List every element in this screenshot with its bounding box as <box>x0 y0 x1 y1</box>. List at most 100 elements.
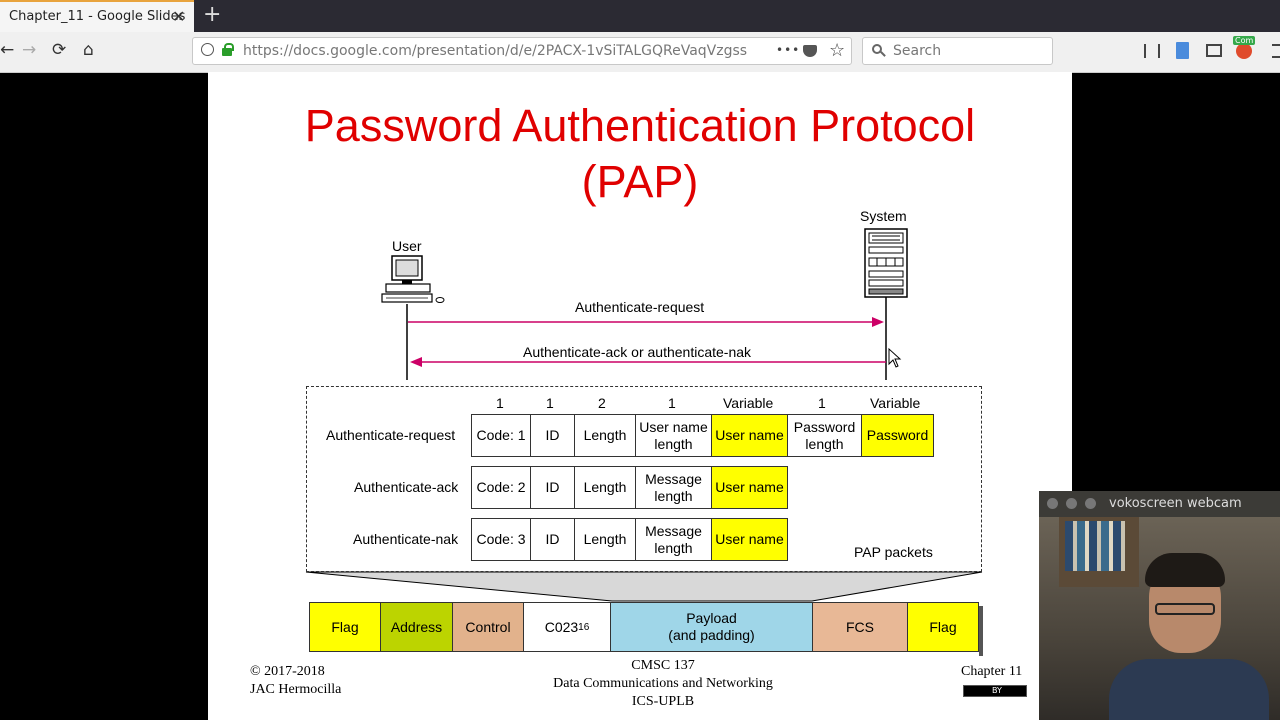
pap-diagram <box>305 228 983 602</box>
message-length-field: Message length <box>635 518 712 561</box>
forward-button[interactable]: → <box>22 40 37 60</box>
person-glasses <box>1155 603 1215 615</box>
webcam-minimize-button[interactable] <box>1066 498 1077 509</box>
url-bar[interactable]: https://docs.google.com/presentation/d/e… <box>192 37 852 65</box>
id-field: ID <box>530 466 575 509</box>
user-name-length-field: User name length <box>635 414 712 457</box>
payload-line1: Payload <box>686 610 737 626</box>
webcam-close-button[interactable] <box>1047 498 1058 509</box>
new-tab-button[interactable]: + <box>203 2 222 27</box>
books <box>1065 521 1125 571</box>
document-icon[interactable] <box>1176 42 1189 59</box>
home-button[interactable]: ⌂ <box>83 40 94 60</box>
webcam-window: vokoscreen webcam <box>1039 491 1280 720</box>
user-label: User <box>392 238 422 254</box>
message-length-field: Message length <box>635 466 712 509</box>
pap-packets-box <box>306 386 982 572</box>
protocol-value: C023 <box>544 618 579 635</box>
slide: Password Authentication Protocol (PAP) <box>208 72 1072 720</box>
field-size: 1 <box>546 395 554 411</box>
search-icon-handle <box>880 51 886 57</box>
slide-title-line2: (PAP) <box>581 156 699 207</box>
response-message-label: Authenticate-ack or authenticate-nak <box>523 344 752 360</box>
footer-copyright: © 2017-2018 <box>250 664 325 679</box>
lock-shackle-icon <box>224 43 234 51</box>
search-icon <box>872 44 882 54</box>
row-label-authenticate-ack: Authenticate-ack <box>354 479 459 495</box>
library-icon[interactable] <box>1144 44 1160 58</box>
pocket-icon[interactable] <box>803 45 817 57</box>
password-length-field: Password length <box>787 414 862 457</box>
user-name-field: User name <box>711 518 788 561</box>
footer-author: JAC Hermocilla <box>250 682 342 697</box>
field-size: Variable <box>870 395 921 411</box>
page-actions-icon[interactable]: ••• <box>776 43 801 57</box>
webcam-title: vokoscreen webcam <box>1109 496 1242 511</box>
id-field: ID <box>530 518 575 561</box>
code-field: Code: 1 <box>471 414 531 457</box>
frame-expansion-trapezoid <box>305 571 983 602</box>
id-field: ID <box>530 414 575 457</box>
length-field: Length <box>574 466 636 509</box>
close-tab-icon[interactable]: ✕ <box>172 7 186 26</box>
extension-icon[interactable] <box>1236 43 1252 59</box>
menu-icon[interactable] <box>1272 44 1280 58</box>
footer-course-title: Data Communications and Networking <box>553 676 773 691</box>
password-field: Password <box>861 414 934 457</box>
frame-flag-start: Flag <box>309 602 381 652</box>
person-hair <box>1145 553 1225 587</box>
code-field: Code: 2 <box>471 466 531 509</box>
mouse-cursor <box>888 347 902 368</box>
frame-payload: Payload (and padding) <box>610 602 813 652</box>
search-input[interactable]: Search <box>893 43 942 59</box>
footer-chapter: Chapter 11 <box>961 664 1023 679</box>
slide-title-line1: Password Authentication Protocol <box>304 100 976 151</box>
tab-title: Chapter_11 - Google Slides <box>9 9 186 24</box>
nav-bar: ← → ⟳ ⌂ https://docs.google.com/presenta… <box>0 32 1280 73</box>
frame-fcs: FCS <box>812 602 908 652</box>
footer-course: CMSC 137 <box>631 658 695 673</box>
pap-packets-label: PAP packets <box>854 544 933 560</box>
url-text[interactable]: https://docs.google.com/presentation/d/e… <box>243 43 748 59</box>
slide-title: Password Authentication Protocol (PAP) <box>208 98 1072 210</box>
computer-icon <box>381 255 445 303</box>
code-field: Code: 3 <box>471 518 531 561</box>
lock-icon <box>222 48 232 56</box>
payload-line2: (and padding) <box>668 627 755 643</box>
person-shirt <box>1109 659 1269 720</box>
extension-badge: Com <box>1233 36 1256 45</box>
webcam-titlebar[interactable]: vokoscreen webcam <box>1039 491 1280 517</box>
info-icon[interactable] <box>201 43 214 56</box>
search-bar[interactable]: Search <box>862 37 1053 65</box>
webcam-maximize-button[interactable] <box>1085 498 1096 509</box>
frame-shadow <box>979 606 983 656</box>
length-field: Length <box>574 518 636 561</box>
field-size: 2 <box>598 395 606 411</box>
tab-chapter-11[interactable]: Chapter_11 - Google Slides ✕ <box>0 0 194 32</box>
frame-control: Control <box>452 602 524 652</box>
back-button[interactable]: ← <box>0 40 15 60</box>
row-label-authenticate-nak: Authenticate-nak <box>353 531 459 547</box>
protocol-subscript: 16 <box>578 621 590 633</box>
bookmark-star-icon[interactable]: ☆ <box>829 40 846 61</box>
length-field: Length <box>574 414 636 457</box>
cc-license-icon: BY <box>963 685 1027 697</box>
field-size: 1 <box>818 395 826 411</box>
row-label-authenticate-request: Authenticate-request <box>326 427 456 443</box>
cc-badge-text: BY <box>992 686 1002 695</box>
field-size: 1 <box>668 395 676 411</box>
field-size: Variable <box>723 395 774 411</box>
frame-flag-end: Flag <box>907 602 979 652</box>
reload-button[interactable]: ⟳ <box>52 40 67 60</box>
frame-address: Address <box>380 602 453 652</box>
sidebar-icon[interactable] <box>1206 44 1222 57</box>
footer-left: © 2017-2018 JAC Hermocilla <box>250 663 341 699</box>
footer-institution: ICS-UPLB <box>631 694 695 709</box>
user-name-field: User name <box>711 414 788 457</box>
footer-center: CMSC 137 Data Communications and Network… <box>458 657 868 711</box>
request-message-label: Authenticate-request <box>575 299 705 315</box>
server-icon <box>864 228 908 298</box>
system-label: System <box>860 208 907 224</box>
user-name-field: User name <box>711 466 788 509</box>
